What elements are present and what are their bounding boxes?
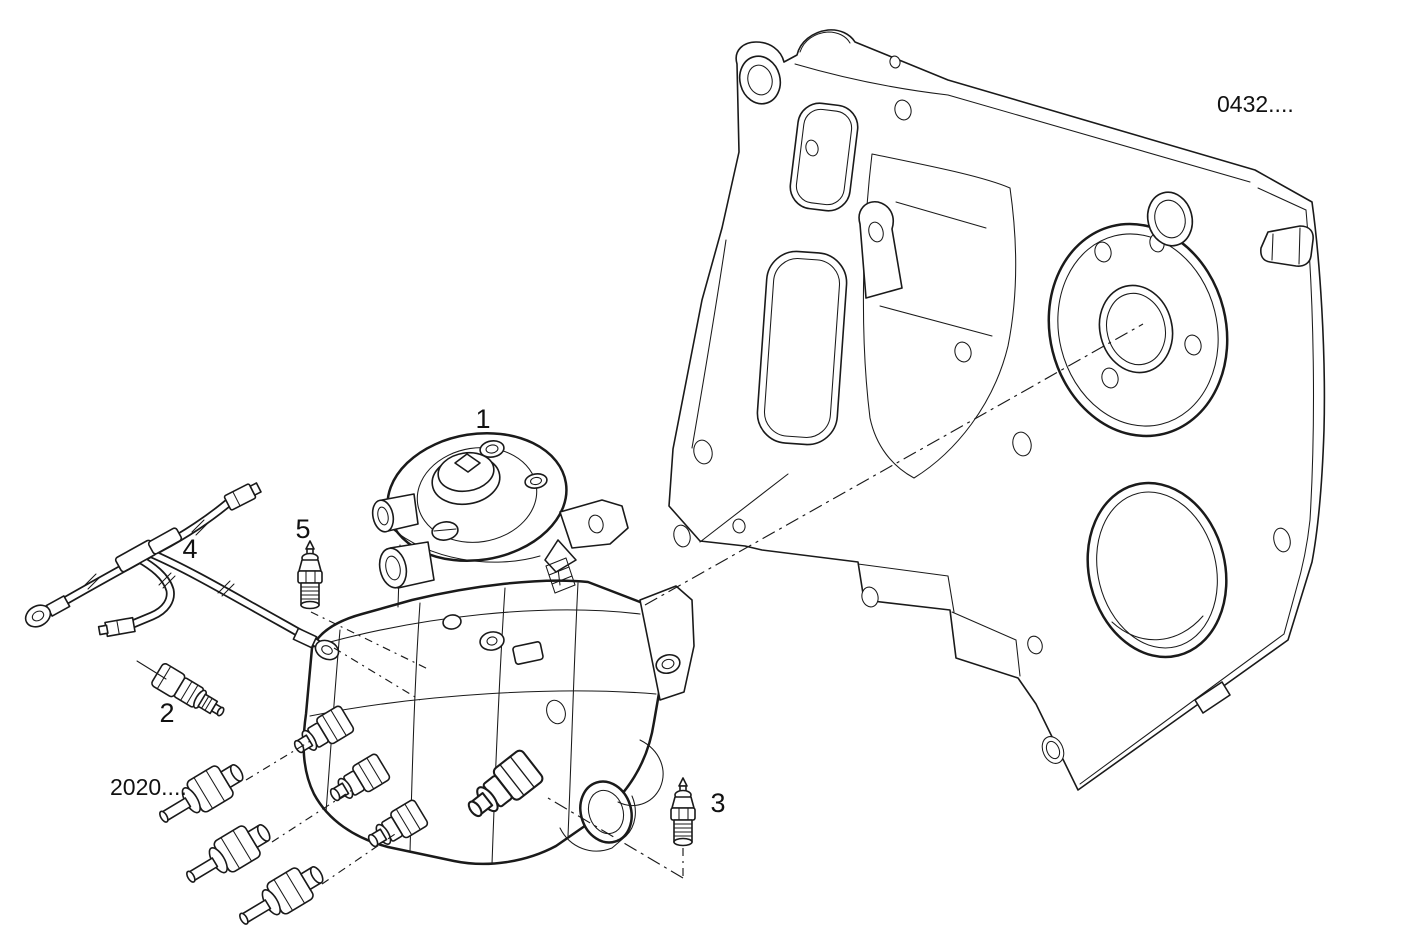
harness-ring-terminal-left <box>24 595 71 628</box>
gear-case-cast-pocket <box>858 153 1017 479</box>
pipe-axis-1 <box>245 739 313 781</box>
callout-4-label: 4 <box>182 534 197 564</box>
vent-screw-drawing <box>297 540 323 610</box>
gear-case-upper-oval-hole <box>1146 191 1194 247</box>
timing-gear-case-drawing <box>668 29 1326 791</box>
callout-labels: 1 2 3 4 5 2020.... 0432.... <box>110 91 1294 818</box>
leader-lines <box>136 323 1144 885</box>
vent-screw-leader <box>310 611 431 671</box>
harness-ring-terminal-right <box>292 627 340 661</box>
callout-3-label: 3 <box>710 788 725 818</box>
gear-case-lobe-hole <box>738 55 782 105</box>
gear-case-bolt-holes <box>673 55 1291 764</box>
pump-bottom-boss <box>559 739 664 852</box>
pump-body-fittings <box>442 614 544 665</box>
cable-break-marks <box>83 519 235 597</box>
pipe-axis-3 <box>321 831 399 885</box>
callout-5-label: 5 <box>295 514 310 544</box>
gear-case-side-plug <box>1260 225 1314 267</box>
square-drive <box>454 453 481 473</box>
harness-sleeve <box>114 527 183 573</box>
gear-case-window-lower <box>756 250 848 446</box>
wiring-harness-drawing <box>24 482 340 661</box>
gear-case-lower-opening <box>1086 481 1228 659</box>
pump-drive-bore <box>1047 222 1229 438</box>
pipe-axis-2 <box>271 789 353 843</box>
injection-pump-drawing <box>287 431 695 866</box>
harness-flag-terminal <box>97 616 136 638</box>
harness-connector <box>223 482 262 511</box>
callout-1-label: 1 <box>475 404 490 434</box>
pipes-group-ref-label: 2020.... <box>110 774 187 800</box>
gear-case-window-upper <box>789 102 859 212</box>
sensor-leader <box>136 660 167 680</box>
gear-case-group-ref-label: 0432.... <box>1217 91 1294 117</box>
callout-2-label: 2 <box>159 698 174 728</box>
bleed-screw-drawing <box>670 777 696 847</box>
pump-mounting-flange <box>546 585 695 725</box>
harness-leader <box>333 647 421 701</box>
pump-left-ports <box>371 493 435 589</box>
gear-case-bottom-tab <box>1194 681 1231 714</box>
pump-governor-linkage <box>544 499 629 594</box>
pump-body <box>302 579 665 866</box>
